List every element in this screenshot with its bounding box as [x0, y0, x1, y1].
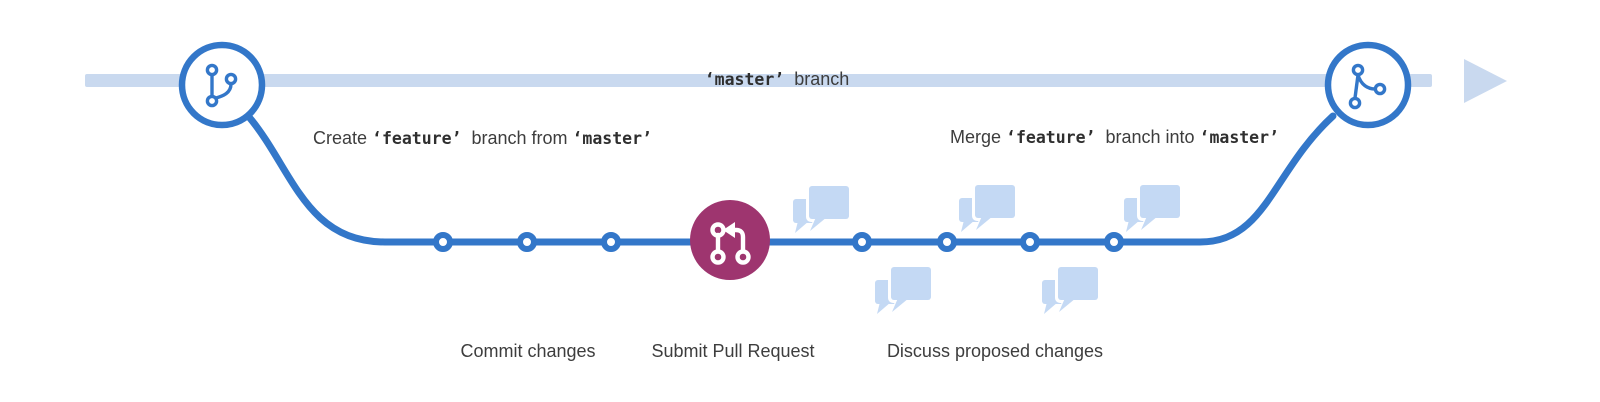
commit-node — [937, 232, 957, 252]
commit-node — [1104, 232, 1124, 252]
discuss-changes-label: Discuss proposed changes — [886, 341, 1104, 361]
feature-branch-path — [245, 112, 1337, 246]
pull-request-circle — [690, 200, 770, 280]
create-mid-text: branch from — [461, 128, 573, 148]
chat-bubbles-icon — [1124, 182, 1183, 234]
chat-bubbles-icon — [793, 183, 852, 235]
feature-code-text: ‘feature’ — [1006, 128, 1096, 147]
commit-node — [433, 232, 453, 252]
chat-bubbles-icon — [875, 264, 934, 316]
pull-request-node — [690, 200, 770, 280]
master-code-text: ‘master’ — [704, 70, 785, 89]
commit-node — [517, 232, 537, 252]
node-ring — [178, 41, 266, 129]
chat-bubbles-icon — [1042, 264, 1101, 316]
create-pre-text: Create — [313, 128, 373, 148]
master-plain-text: branch — [784, 69, 850, 89]
commit-nodes — [433, 232, 1124, 252]
merge-feature-label: Merge ‘feature’ branch into ‘master’ — [930, 104, 1279, 171]
master-code-text: ‘master’ — [572, 129, 652, 148]
master-branch-line — [85, 74, 1432, 87]
branch-node-right — [1324, 41, 1412, 129]
master-code-text: ‘master’ — [1199, 128, 1279, 147]
commit-node — [852, 232, 872, 252]
merge-mid-text: branch into — [1095, 127, 1200, 147]
git-merge-icon — [1348, 63, 1387, 110]
commit-changes-label: Commit changes — [460, 341, 596, 361]
commit-node — [1020, 232, 1040, 252]
branch-node-left — [178, 41, 266, 129]
merge-pre-text: Merge — [950, 127, 1007, 147]
master-arrowhead-icon — [1464, 59, 1507, 103]
create-feature-label: Create ‘feature’ branch from ‘master’ — [293, 105, 652, 172]
discussion-bubble-groups — [793, 182, 1183, 316]
node-ring — [1324, 41, 1412, 129]
chat-bubbles-icon — [959, 182, 1018, 234]
submit-pull-request-label: Submit Pull Request — [651, 341, 815, 361]
master-branch-label: ‘master’ branch — [685, 46, 850, 113]
commit-node — [601, 232, 621, 252]
git-branch-icon — [205, 63, 238, 108]
feature-code-text: ‘feature’ — [372, 129, 462, 148]
pull-request-icon — [710, 222, 751, 265]
